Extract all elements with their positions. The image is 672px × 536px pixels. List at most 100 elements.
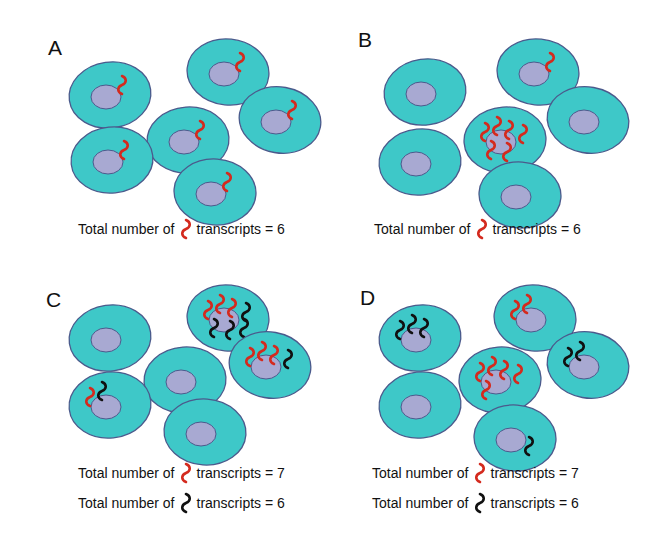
cell-body: [376, 368, 464, 442]
cell: [380, 54, 470, 131]
transcript: [478, 220, 486, 238]
cell-body: [457, 344, 543, 416]
transcript: [182, 220, 190, 238]
transcript: [420, 319, 428, 337]
cell-body: [376, 125, 464, 199]
cell-body: [162, 396, 248, 468]
caption-text: Total number of: [374, 221, 471, 237]
transcript: [228, 299, 236, 317]
cell: [162, 396, 248, 468]
total-caption: Total number of transcripts = 6: [78, 492, 285, 514]
cell: [66, 368, 154, 442]
transcript: [288, 101, 296, 119]
transcript: [564, 348, 572, 366]
transcript: [505, 121, 513, 139]
cell: [65, 57, 155, 134]
cell-body: [380, 54, 470, 131]
transcript-icon: [474, 492, 486, 514]
transcript: [519, 125, 527, 143]
transcript-icon: [474, 462, 486, 484]
transcript: [284, 350, 292, 368]
transcript: [98, 382, 106, 400]
transcript: [576, 342, 584, 360]
caption-text: Total number of: [78, 465, 175, 481]
cell: [376, 368, 464, 442]
nucleus: [91, 85, 121, 109]
transcript-icon: [180, 218, 192, 240]
transcript: [182, 464, 190, 482]
nucleus: [251, 355, 281, 379]
cell-body: [542, 325, 634, 404]
cell-body: [472, 402, 558, 474]
cell-body: [172, 156, 258, 228]
nucleus: [91, 328, 121, 352]
nucleus: [186, 422, 216, 446]
transcript: [408, 315, 416, 333]
cell: [65, 300, 155, 377]
cell: [375, 300, 465, 377]
total-caption: Total number oftranscripts = 7: [372, 462, 579, 484]
nucleus: [569, 355, 599, 379]
cell-body: [234, 80, 326, 159]
cell: [376, 125, 464, 199]
transcript-icon: [476, 218, 488, 240]
cell: [542, 80, 634, 159]
transcript: [493, 117, 501, 135]
cell: [224, 325, 316, 404]
caption-text: transcripts = 6: [493, 221, 581, 237]
caption-text: Total number of: [372, 495, 469, 511]
transcript: [476, 494, 484, 512]
caption-text: transcripts = 7: [491, 465, 579, 481]
transcript: [210, 319, 218, 337]
total-caption: Total number oftranscripts = 6: [78, 218, 285, 240]
nucleus: [496, 428, 526, 452]
nucleus: [196, 182, 226, 206]
transcript: [216, 295, 224, 313]
nucleus: [261, 110, 291, 134]
cell: [234, 80, 326, 159]
transcript: [204, 301, 212, 319]
total-caption: Total number of transcripts = 6: [374, 218, 581, 240]
nucleus: [569, 110, 599, 134]
cell-body: [68, 123, 156, 197]
transcript: [246, 348, 254, 366]
transcript: [476, 464, 484, 482]
total-caption: Total number of transcripts = 6: [372, 492, 579, 514]
transcript: [503, 143, 511, 161]
caption-text: transcripts = 6: [197, 495, 285, 511]
transcript: [488, 357, 496, 375]
transcript: [525, 437, 533, 455]
transcript: [481, 123, 489, 141]
transcript: [270, 346, 278, 364]
nucleus: [401, 152, 431, 176]
caption-text: transcripts = 6: [491, 495, 579, 511]
cell-body: [66, 368, 154, 442]
nucleus: [91, 395, 121, 419]
transcript: [223, 173, 231, 191]
cell: [542, 325, 634, 404]
nucleus: [401, 328, 431, 352]
transcript: [118, 76, 126, 94]
caption-text: Total number of: [78, 495, 175, 511]
cell: [172, 156, 258, 228]
transcript: [546, 53, 554, 71]
transcript: [487, 141, 495, 159]
cell-body: [542, 80, 634, 159]
nucleus: [401, 395, 431, 419]
nucleus: [519, 62, 549, 86]
transcript: [196, 121, 204, 139]
nucleus: [169, 130, 199, 154]
transcript: [120, 141, 128, 159]
transcript: [86, 388, 94, 406]
nucleus: [93, 150, 123, 174]
transcript: [511, 301, 519, 319]
cell: [472, 402, 558, 474]
transcript: [236, 53, 244, 71]
transcript-icon: [180, 492, 192, 514]
cell: [477, 159, 563, 231]
transcript: [500, 361, 508, 379]
caption-text: Total number of: [78, 221, 175, 237]
transcript-icon: [180, 462, 192, 484]
transcript: [182, 494, 190, 512]
